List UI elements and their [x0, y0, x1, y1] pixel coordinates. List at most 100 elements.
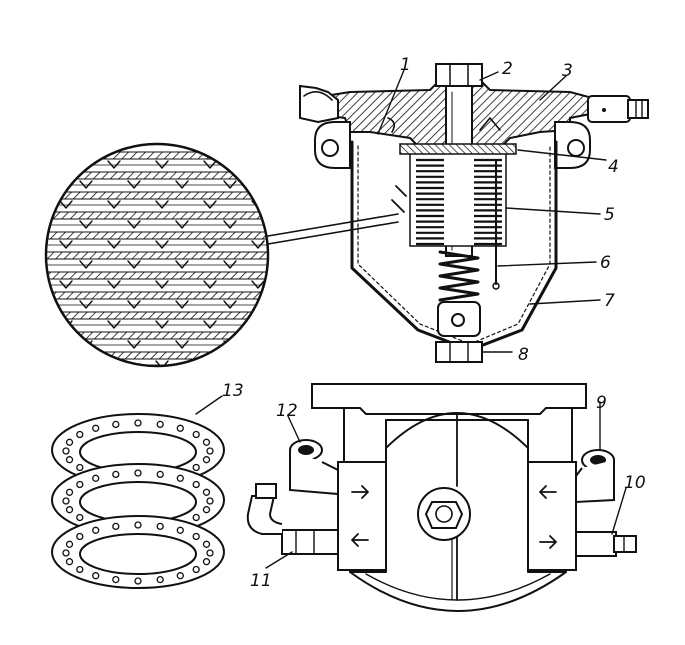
flow-arrow-small: [272, 221, 284, 228]
flow-arrow-small: [127, 180, 141, 189]
ring-hole: [192, 480, 200, 489]
ring-hole: [134, 469, 142, 477]
flow-arrow-small: [127, 260, 141, 269]
ring-hole: [92, 424, 100, 432]
flow-arrow-small: [107, 160, 121, 169]
head-bowl-arc: [385, 412, 529, 449]
ring-hole: [192, 565, 200, 574]
flow-arrow-small: [175, 180, 189, 189]
flow-arrow-small: [251, 280, 265, 289]
upper-flange: [399, 143, 517, 155]
flow-arrow-small: [272, 261, 284, 268]
ring-hole: [76, 430, 84, 439]
ring-hole: [192, 463, 200, 472]
flow-arrow-small: [203, 160, 217, 169]
callout-leaders: [195, 69, 627, 569]
callout-5: 5: [604, 205, 615, 225]
flow-arrow-small: [251, 320, 265, 329]
ring-hole: [76, 513, 84, 522]
flow-arrow-small: [59, 200, 73, 209]
magnified-plate: [46, 271, 268, 280]
ring-hole: [202, 558, 211, 566]
magnified-plate: [46, 311, 268, 320]
flow-arrow-small: [223, 260, 237, 269]
mounting-ear-left: [314, 121, 351, 169]
flow-arrow-small: [59, 240, 73, 249]
flow-arrow-small: [127, 340, 141, 349]
fitting-9: [575, 449, 615, 504]
ring-hole: [76, 463, 84, 472]
callout-7: 7: [604, 291, 615, 311]
ring-hole: [156, 575, 164, 584]
ring-hole: [65, 506, 74, 514]
flow-arrow-small: [155, 280, 169, 289]
ring-hole: [62, 549, 70, 557]
top-bolt-head: [435, 63, 483, 87]
flow-arrow-small: [79, 180, 93, 189]
flow-arrow-in: [395, 185, 407, 197]
magnify-leader-upper: [267, 213, 399, 237]
flow-arrow-small: [155, 160, 169, 169]
ring-hole: [202, 540, 211, 548]
filter-plate-rings: [51, 413, 225, 589]
head-flange-top: [311, 383, 587, 415]
ring-hole: [76, 565, 84, 574]
right-outlet-nipple: [587, 95, 631, 123]
ring-hole: [202, 438, 211, 446]
ring-hole: [134, 419, 142, 427]
callout-8: 8: [518, 345, 529, 365]
flow-arrow-small: [79, 220, 93, 229]
flow-arrow-small: [203, 240, 217, 249]
flow-arrow-small: [251, 240, 265, 249]
ring-hole: [156, 522, 164, 531]
flow-arrow-small: [127, 220, 141, 229]
flow-arrow-small: [272, 301, 284, 308]
magnified-plate: [46, 231, 268, 240]
head-flow-arrows: [351, 485, 557, 549]
filter-head-exterior: [246, 383, 637, 612]
flow-arrow-small: [272, 341, 284, 348]
filter-ring: [51, 463, 225, 537]
ring-hole: [192, 430, 200, 439]
ring-hole: [65, 540, 74, 548]
flow-arrow-small: [59, 160, 73, 169]
filter-ring: [51, 515, 225, 589]
flow-arrow-small: [203, 280, 217, 289]
ring-hole: [65, 558, 74, 566]
callout-4: 4: [608, 157, 619, 177]
ring-hole: [112, 522, 120, 531]
flow-arrow-small: [107, 240, 121, 249]
magnified-plate: [46, 211, 268, 220]
ring-hole: [65, 456, 74, 464]
flow-arrow-small: [251, 160, 265, 169]
flow-arrow-small: [107, 360, 121, 366]
flow-arrow-small: [203, 360, 217, 366]
flow-arrow-small: [155, 360, 169, 366]
ring-hole: [192, 513, 200, 522]
flow-arrow-small: [155, 200, 169, 209]
flow-arrow-small: [155, 320, 169, 329]
ring-hole: [112, 470, 120, 479]
flow-arrow-small: [127, 300, 141, 309]
flow-arrow-small: [223, 300, 237, 309]
ring-hole: [202, 488, 211, 496]
flow-arrow-small: [175, 340, 189, 349]
filter-element-stack: [409, 151, 507, 247]
flow-arrow-small: [79, 260, 93, 269]
ring-hole: [176, 424, 184, 432]
fitting-12: [289, 439, 339, 496]
flow-arrow-small: [79, 300, 93, 309]
ring-hole: [62, 447, 70, 455]
ring-hole: [156, 420, 164, 429]
flow-arrow-small: [251, 360, 265, 366]
ring-hole: [206, 497, 214, 505]
callout-6: 6: [600, 253, 611, 273]
ring-hole: [76, 480, 84, 489]
magnified-plate: [46, 171, 268, 180]
flow-arrow-small: [223, 220, 237, 229]
drain-plug: [435, 341, 483, 363]
right-side-plate: [527, 461, 577, 571]
ring-hole: [134, 577, 142, 585]
callout-2: 2: [502, 59, 513, 79]
ring-hole: [112, 575, 120, 584]
